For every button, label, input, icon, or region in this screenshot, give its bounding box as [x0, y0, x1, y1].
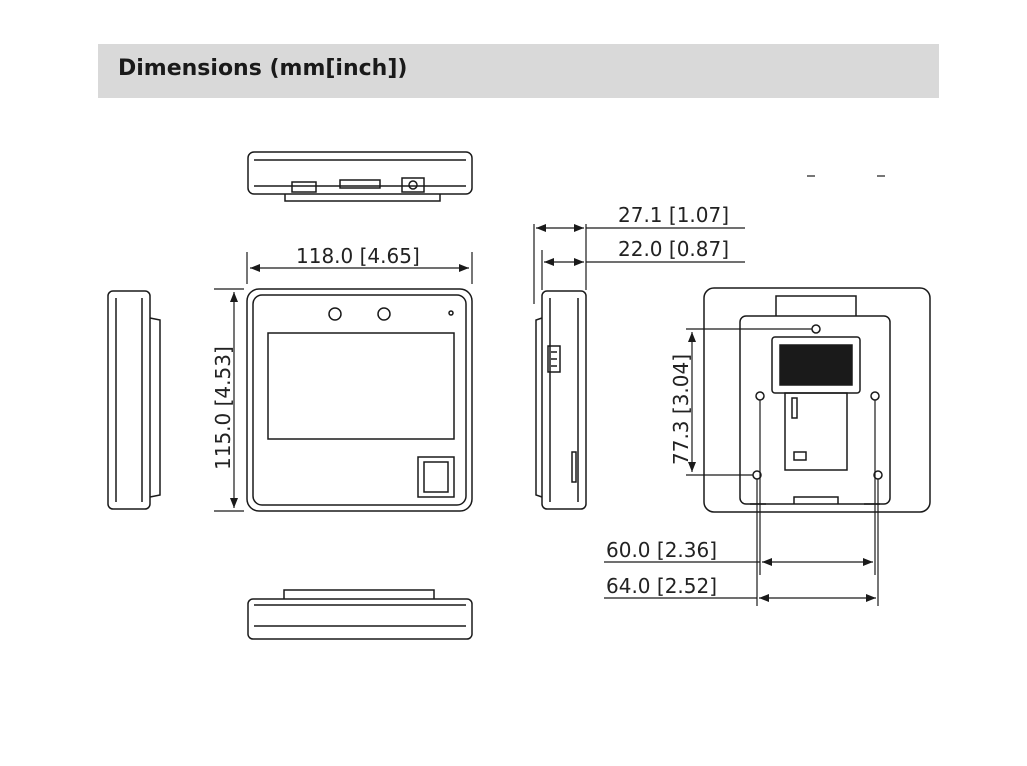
top-view [247, 151, 473, 202]
dim-mount-outer-label: 64.0 [2.52] [606, 574, 717, 598]
mount-hole-icon [755, 391, 765, 401]
left-side-view [107, 290, 161, 510]
dim-depth-total-label: 27.1 [1.07] [618, 203, 729, 227]
dimension-lines [214, 175, 885, 606]
indicator-dot-icon [448, 310, 454, 316]
camera-left-icon [328, 307, 342, 321]
screen [267, 332, 455, 440]
side-slot [571, 451, 577, 483]
camera-right-icon [377, 307, 391, 321]
usb-port-icon [547, 345, 561, 373]
dim-mount-vertical-label: 77.3 [3.04] [669, 354, 693, 465]
mount-hole-icon [870, 391, 880, 401]
mount-hole-top-icon [811, 324, 821, 334]
dim-height-label: 115.0 [4.53] [211, 346, 235, 470]
dim-depth-body-label: 22.0 [0.87] [618, 237, 729, 261]
right-side-view [535, 290, 587, 510]
section-title: Dimensions (mm[inch]) [118, 56, 408, 81]
dim-mount-inner-label: 60.0 [2.36] [606, 538, 717, 562]
fingerprint-sensor-icon [417, 456, 455, 498]
dim-width-label: 118.0 [4.65] [296, 244, 420, 268]
bottom-view [247, 589, 473, 640]
section-header: Dimensions (mm[inch]) [98, 44, 939, 98]
front-view [246, 288, 473, 512]
back-view [703, 287, 931, 513]
